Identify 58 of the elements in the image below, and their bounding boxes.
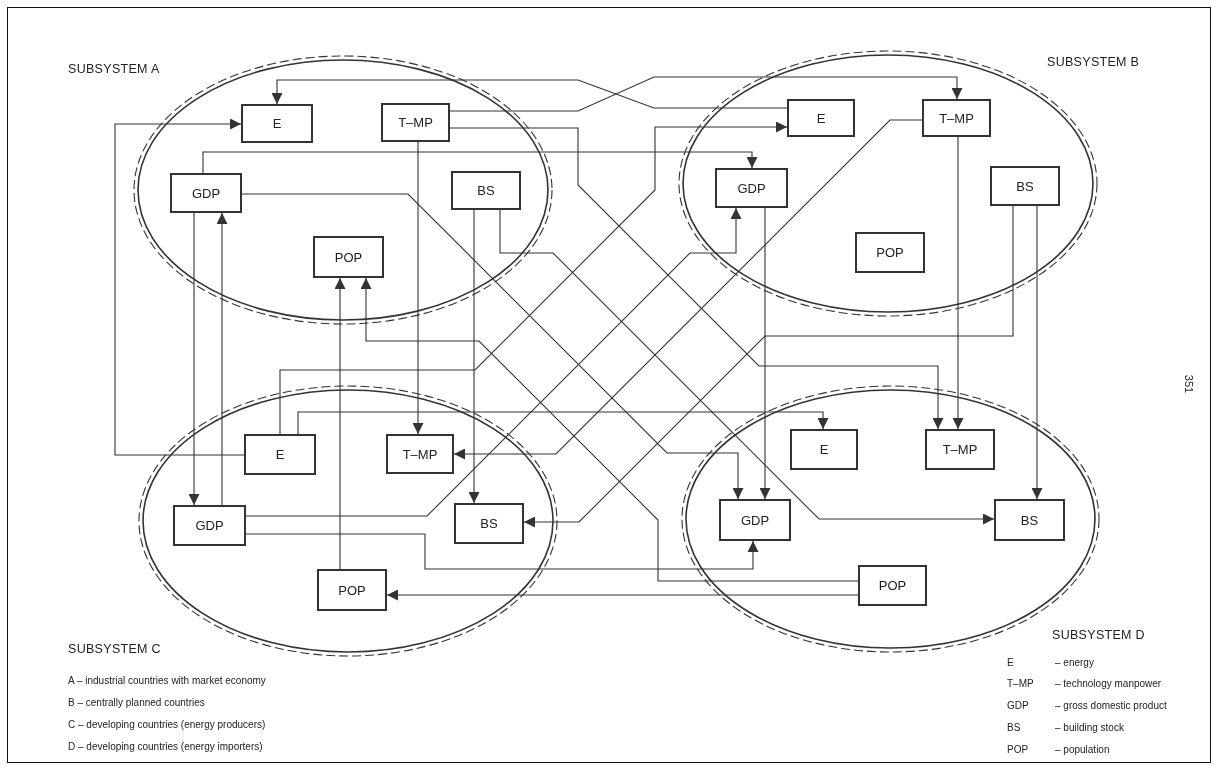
variable-box: T–MP bbox=[922, 99, 991, 137]
subsystem-heading: SUBSYSTEM D bbox=[1052, 628, 1145, 642]
arrow bbox=[386, 589, 859, 601]
arrow bbox=[245, 533, 759, 570]
arrow bbox=[453, 119, 923, 460]
arrow bbox=[468, 209, 480, 504]
subsystem-heading: SUBSYSTEM A bbox=[68, 62, 160, 76]
variable-box: E bbox=[241, 104, 313, 143]
arrow bbox=[412, 141, 424, 435]
variable-box: GDP bbox=[719, 499, 791, 541]
key-entry: A – industrial countries with market economy bbox=[68, 675, 266, 686]
arrow bbox=[216, 212, 228, 506]
key-entry: C – developing countries (energy producers) bbox=[68, 719, 266, 730]
variable-box: T–MP bbox=[386, 434, 454, 474]
page-number: 351 bbox=[1183, 374, 1196, 394]
variable-box: GDP bbox=[715, 168, 788, 208]
key-definition: – population bbox=[1055, 744, 1110, 755]
key-term: E bbox=[1007, 657, 1014, 668]
arrow bbox=[271, 79, 788, 109]
variable-box: POP bbox=[855, 232, 925, 273]
arrow bbox=[759, 207, 771, 500]
arrow bbox=[334, 277, 346, 570]
key-term: GDP bbox=[1007, 700, 1029, 711]
variable-box: GDP bbox=[173, 505, 246, 546]
variable-box: BS bbox=[454, 503, 524, 544]
key-term: T–MP bbox=[1007, 678, 1034, 689]
variable-box: POP bbox=[313, 236, 384, 278]
key-term: POP bbox=[1007, 744, 1029, 755]
variable-box: BS bbox=[990, 166, 1060, 206]
arrow bbox=[449, 76, 963, 112]
variable-box: E bbox=[244, 434, 316, 475]
subsystem-heading: SUBSYSTEM B bbox=[1047, 55, 1140, 69]
key-entry: D – developing countries (energy importers) bbox=[68, 741, 263, 752]
arrow bbox=[1031, 205, 1043, 500]
variable-box: BS bbox=[451, 171, 521, 210]
variable-box: POP bbox=[858, 565, 927, 606]
arrow bbox=[449, 127, 944, 430]
variable-box: BS bbox=[994, 499, 1065, 541]
variable-box: T–MP bbox=[381, 103, 450, 142]
key-definition: – gross domestic product bbox=[1055, 700, 1167, 711]
arrow bbox=[360, 277, 859, 582]
key-definition: – energy bbox=[1055, 657, 1094, 668]
key-definition: – technology manpower bbox=[1055, 678, 1162, 689]
key-term: BS bbox=[1007, 722, 1021, 733]
variable-box: E bbox=[790, 429, 858, 470]
key-definition: – building stock bbox=[1055, 722, 1124, 733]
variable-box: E bbox=[787, 99, 855, 137]
arrow bbox=[297, 411, 829, 435]
key-entry: B – centrally planned countries bbox=[68, 697, 205, 708]
subsystem-heading: SUBSYSTEM C bbox=[68, 642, 161, 656]
arrow bbox=[279, 121, 788, 435]
variable-box: GDP bbox=[170, 173, 242, 213]
arrow bbox=[952, 136, 964, 430]
variable-box: POP bbox=[317, 569, 387, 611]
variable-box: T–MP bbox=[925, 429, 995, 470]
arrow bbox=[188, 212, 200, 506]
arrow bbox=[114, 118, 245, 456]
arrow bbox=[202, 151, 758, 174]
